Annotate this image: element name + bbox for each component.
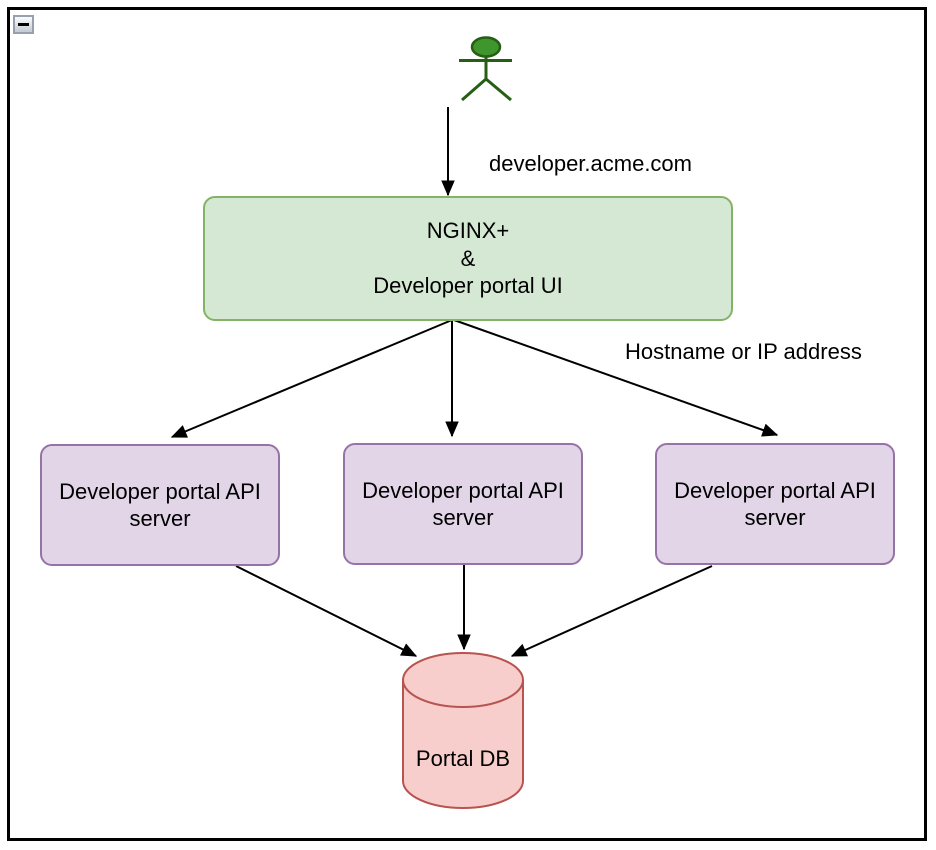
node-nginx-portal-ui[interactable]: NGINX+ & Developer portal UI — [203, 196, 733, 321]
node-nginx-label: NGINX+ & Developer portal UI — [373, 218, 563, 299]
edge-label-hostname-or-ip: Hostname or IP address — [625, 339, 862, 364]
node-api-server-2[interactable]: Developer portal API server — [343, 443, 583, 565]
edge-nginx-to-api-3 — [453, 319, 779, 437]
edge-nginx-to-api-1 — [170, 319, 453, 438]
user-actor-icon — [459, 36, 512, 102]
node-api-server-1-label: Developer portal API server — [59, 478, 261, 532]
minus-icon — [18, 23, 29, 26]
node-api-server-1[interactable]: Developer portal API server — [40, 444, 280, 566]
edge-api-3-to-db — [510, 565, 713, 657]
portal-db-label: Portal DB — [415, 746, 511, 771]
portal-db-shape[interactable] — [402, 652, 524, 809]
node-api-server-2-label: Developer portal API server — [362, 477, 564, 531]
diagram-arrows — [170, 107, 779, 657]
collapse-group-button[interactable] — [13, 15, 34, 34]
node-api-server-3-label: Developer portal API server — [674, 477, 876, 531]
edge-api-1-to-db — [235, 565, 418, 657]
edge-label-domain: developer.acme.com — [489, 151, 692, 176]
node-api-server-3[interactable]: Developer portal API server — [655, 443, 895, 565]
